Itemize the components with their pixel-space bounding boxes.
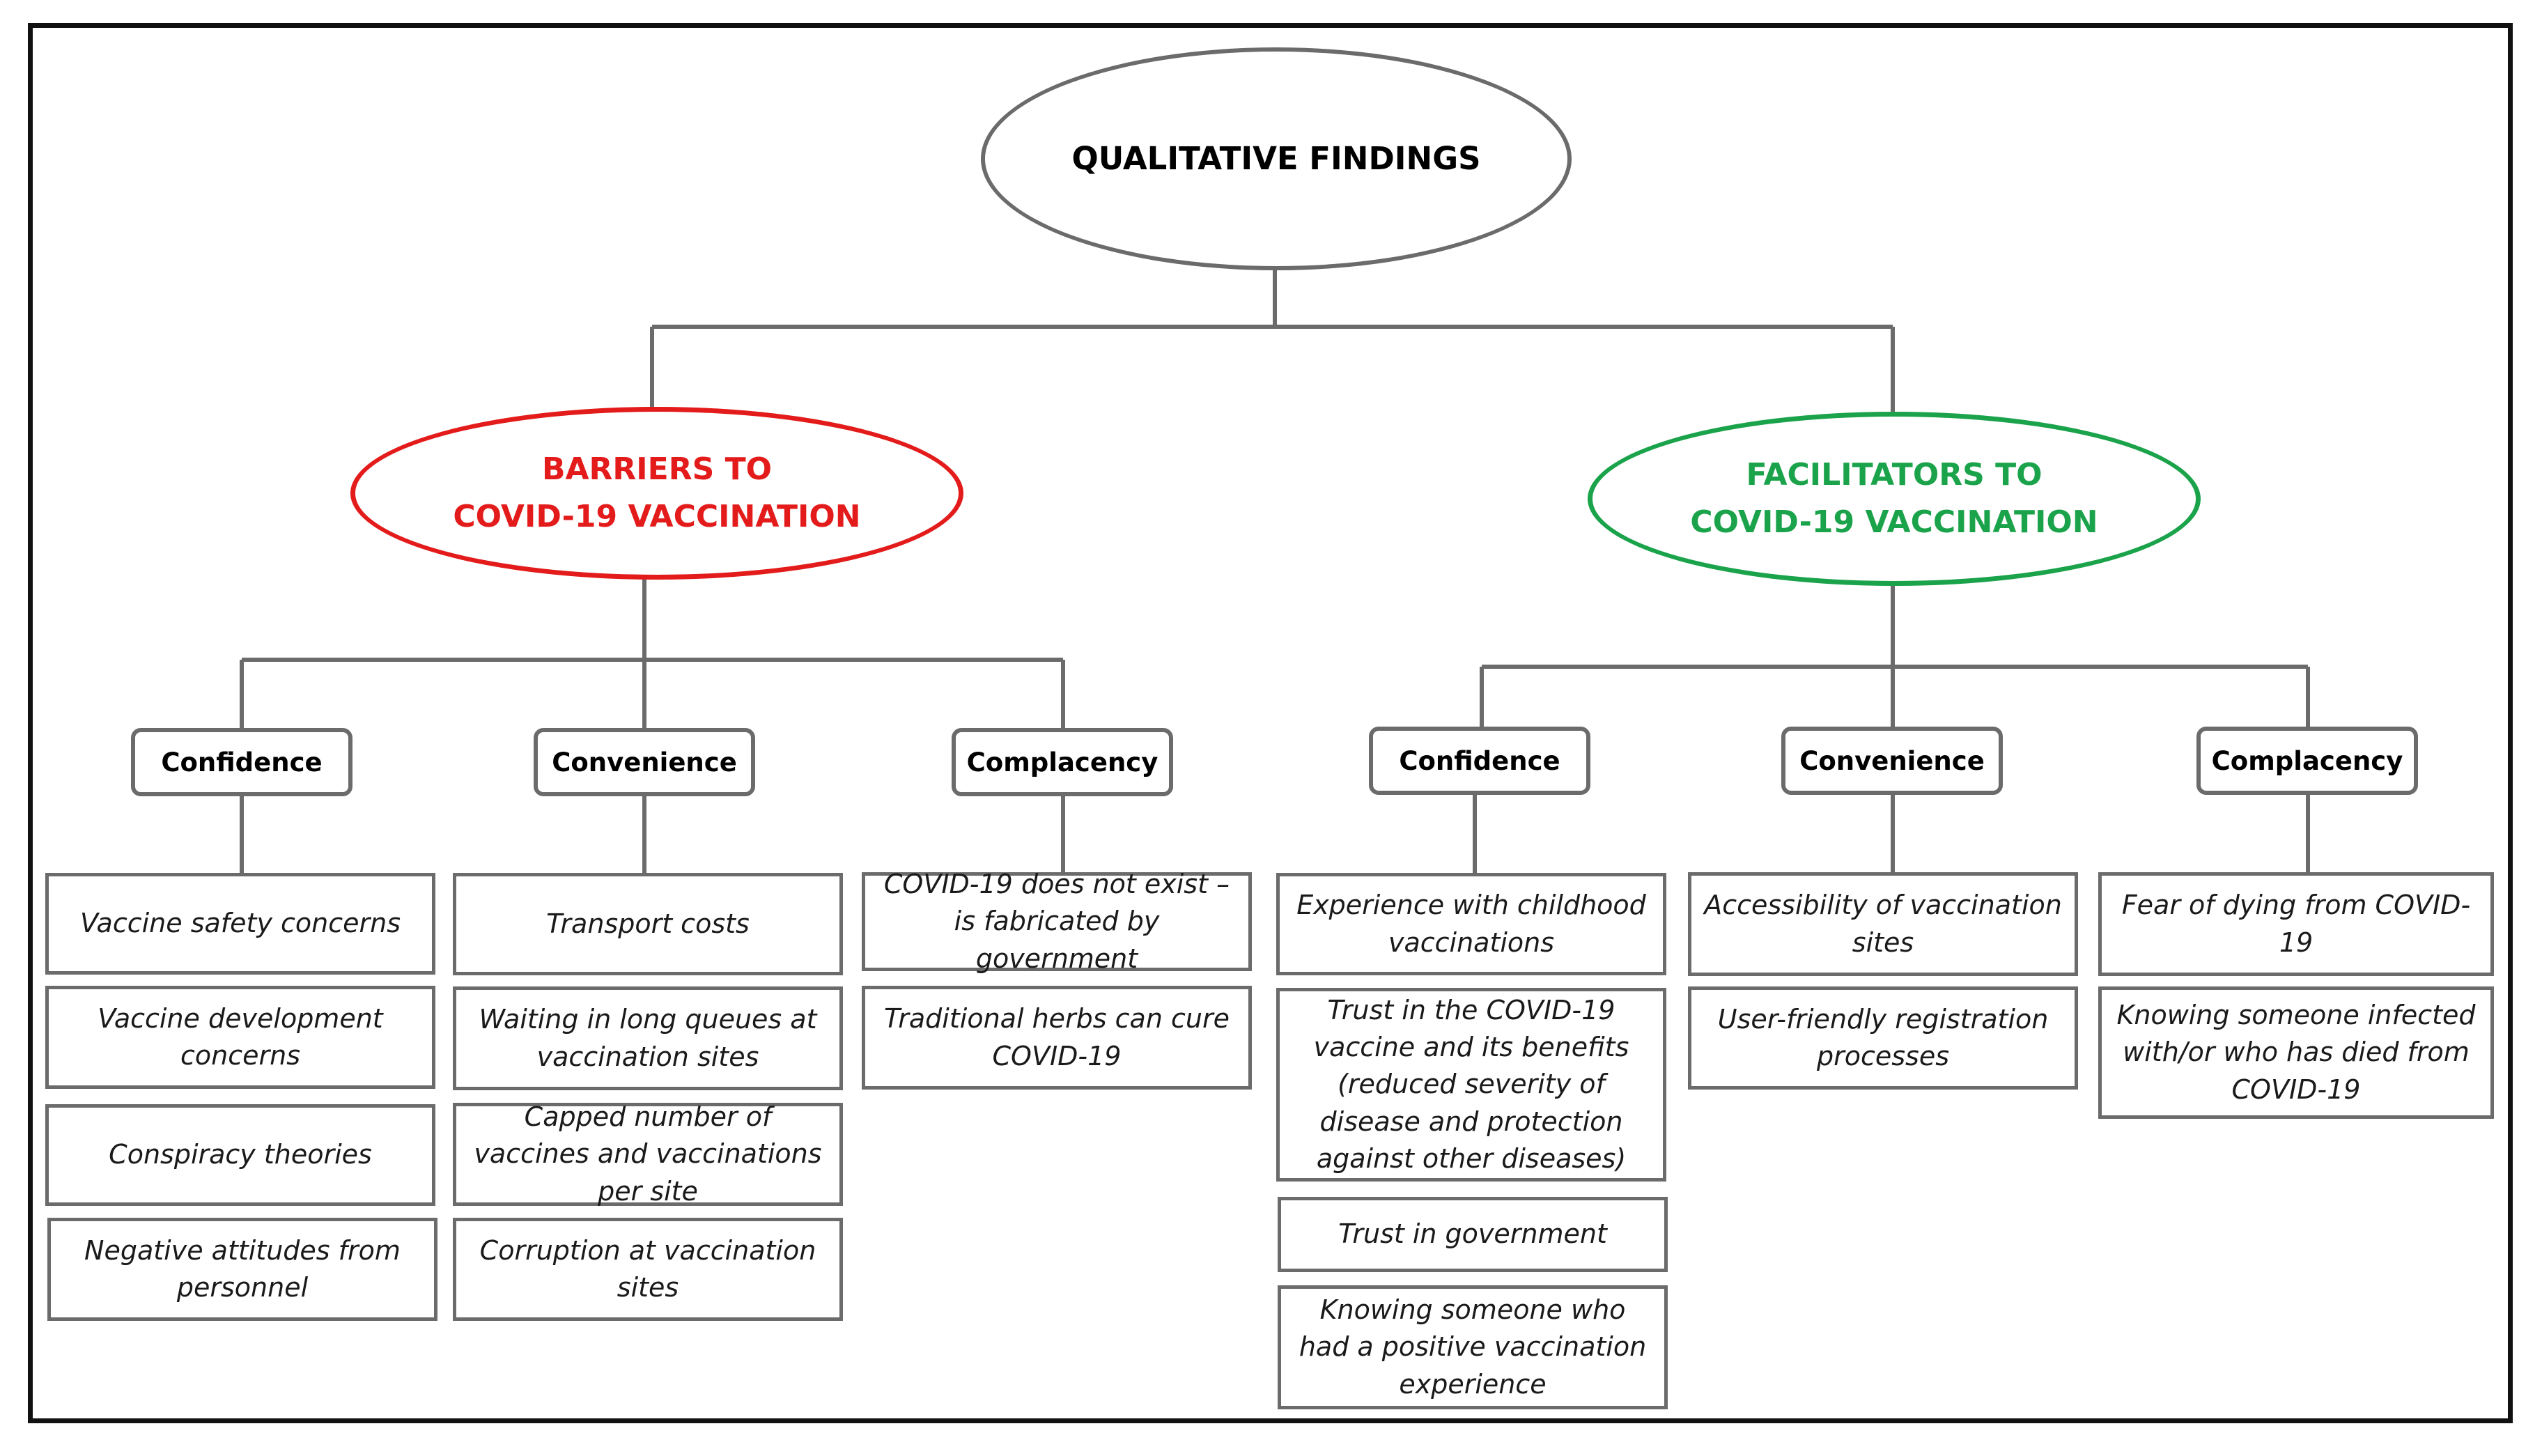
facilitators-convenience-category: Convenience [1781,727,2003,795]
finding-item: Waiting in long queues at vaccination si… [453,986,843,1090]
finding-item: Vaccine development concerns [45,986,435,1089]
finding-item: User-friendly registration processes [1688,986,2078,1090]
finding-item: Transport costs [453,873,843,975]
barriers-node: BARRIERS TO COVID-19 VACCINATION [350,407,963,580]
finding-item: Accessibility of vaccination sites [1688,872,2078,976]
finding-item: Vaccine safety concerns [45,873,435,975]
finding-item: COVID-19 does not exist – is fabricated … [862,869,1252,974]
finding-item: Experience with childhood vaccinations [1276,873,1666,975]
category-label: Convenience [552,747,737,777]
finding-item: Trust in the COVID-19 vaccine and its be… [1276,988,1666,1182]
finding-item: Knowing someone who had a positive vacci… [1278,1285,1668,1409]
facilitators-complacency-category: Complacency [2196,727,2418,795]
finding-item: Trust in government [1278,1197,1668,1272]
barriers-confidence-category: Confidence [131,728,352,796]
finding-item: Conspiracy theories [45,1104,435,1206]
facilitators-node: FACILITATORS TO COVID-19 VACCINATION [1588,412,2201,586]
diagram-frame [28,23,2513,1423]
barriers-label: BARRIERS TO COVID-19 VACCINATION [453,451,861,534]
finding-item: Fear of dying from COVID-19 [2098,872,2494,976]
finding-item: Negative attitudes from personnel [47,1218,437,1321]
facilitators-label: FACILITATORS TO COVID-19 VACCINATION [1690,456,2098,540]
category-label: Confidence [1399,745,1560,776]
finding-item: Corruption at vaccination sites [453,1218,843,1321]
finding-item: Capped number of vaccines and vaccinatio… [453,1101,843,1207]
root-label: QUALITATIVE FINDINGS [1071,140,1481,178]
barriers-complacency-category: Complacency [952,728,1173,796]
facilitators-confidence-category: Confidence [1369,727,1590,795]
finding-item: Knowing someone infected with/or who has… [2098,986,2494,1119]
barriers-convenience-category: Convenience [534,728,755,796]
category-label: Convenience [1799,745,1985,776]
finding-item: Traditional herbs can cure COVID-19 [862,986,1252,1090]
category-label: Complacency [966,747,1158,777]
category-label: Confidence [161,747,323,777]
root-node: QUALITATIVE FINDINGS [981,47,1572,270]
category-label: Complacency [2211,745,2403,776]
